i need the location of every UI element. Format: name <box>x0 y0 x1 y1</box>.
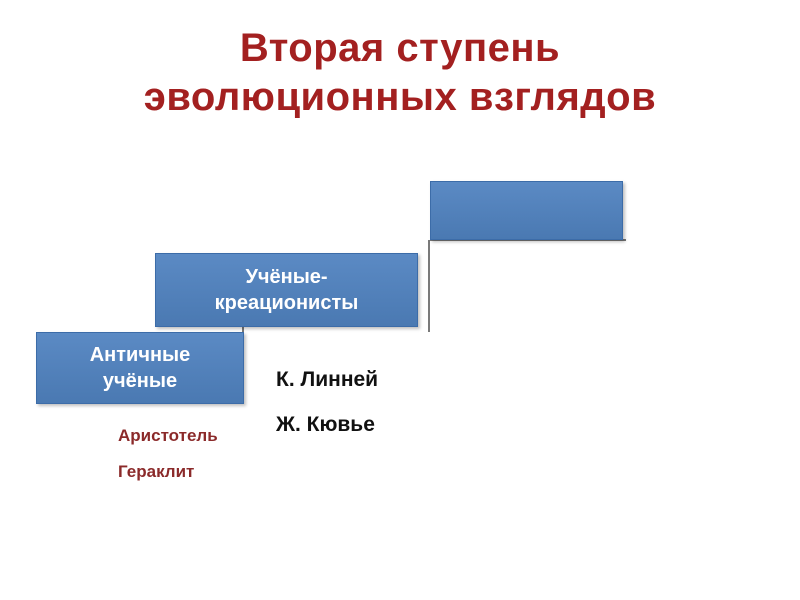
annotation-aristotle: Аристотель <box>118 426 218 445</box>
step-box-empty <box>430 181 623 240</box>
step-box-creationists-label-line-2: креационисты <box>214 292 359 314</box>
slide-title-line-2: эволюционных взглядов <box>143 74 657 119</box>
step-box-creationists-label-line-1: Учёные- <box>245 266 328 288</box>
annotation-linnaeus: К. Линней <box>276 368 379 391</box>
slide-title: Вторая ступень эволюционных взглядов <box>0 24 800 122</box>
step-box-ancient: Античные учёные <box>36 332 244 404</box>
annotation-cuvier: Ж. Кювье <box>276 413 375 436</box>
annotation-heraclitus: Гераклит <box>118 462 195 481</box>
step-box-ancient-label-line-2: учёные <box>102 370 178 392</box>
slide-title-line-1: Вторая ступень <box>239 26 561 70</box>
step-box-creationists: Учёные- креационисты <box>155 253 418 327</box>
step-box-ancient-label-line-1: Античные <box>89 344 191 366</box>
